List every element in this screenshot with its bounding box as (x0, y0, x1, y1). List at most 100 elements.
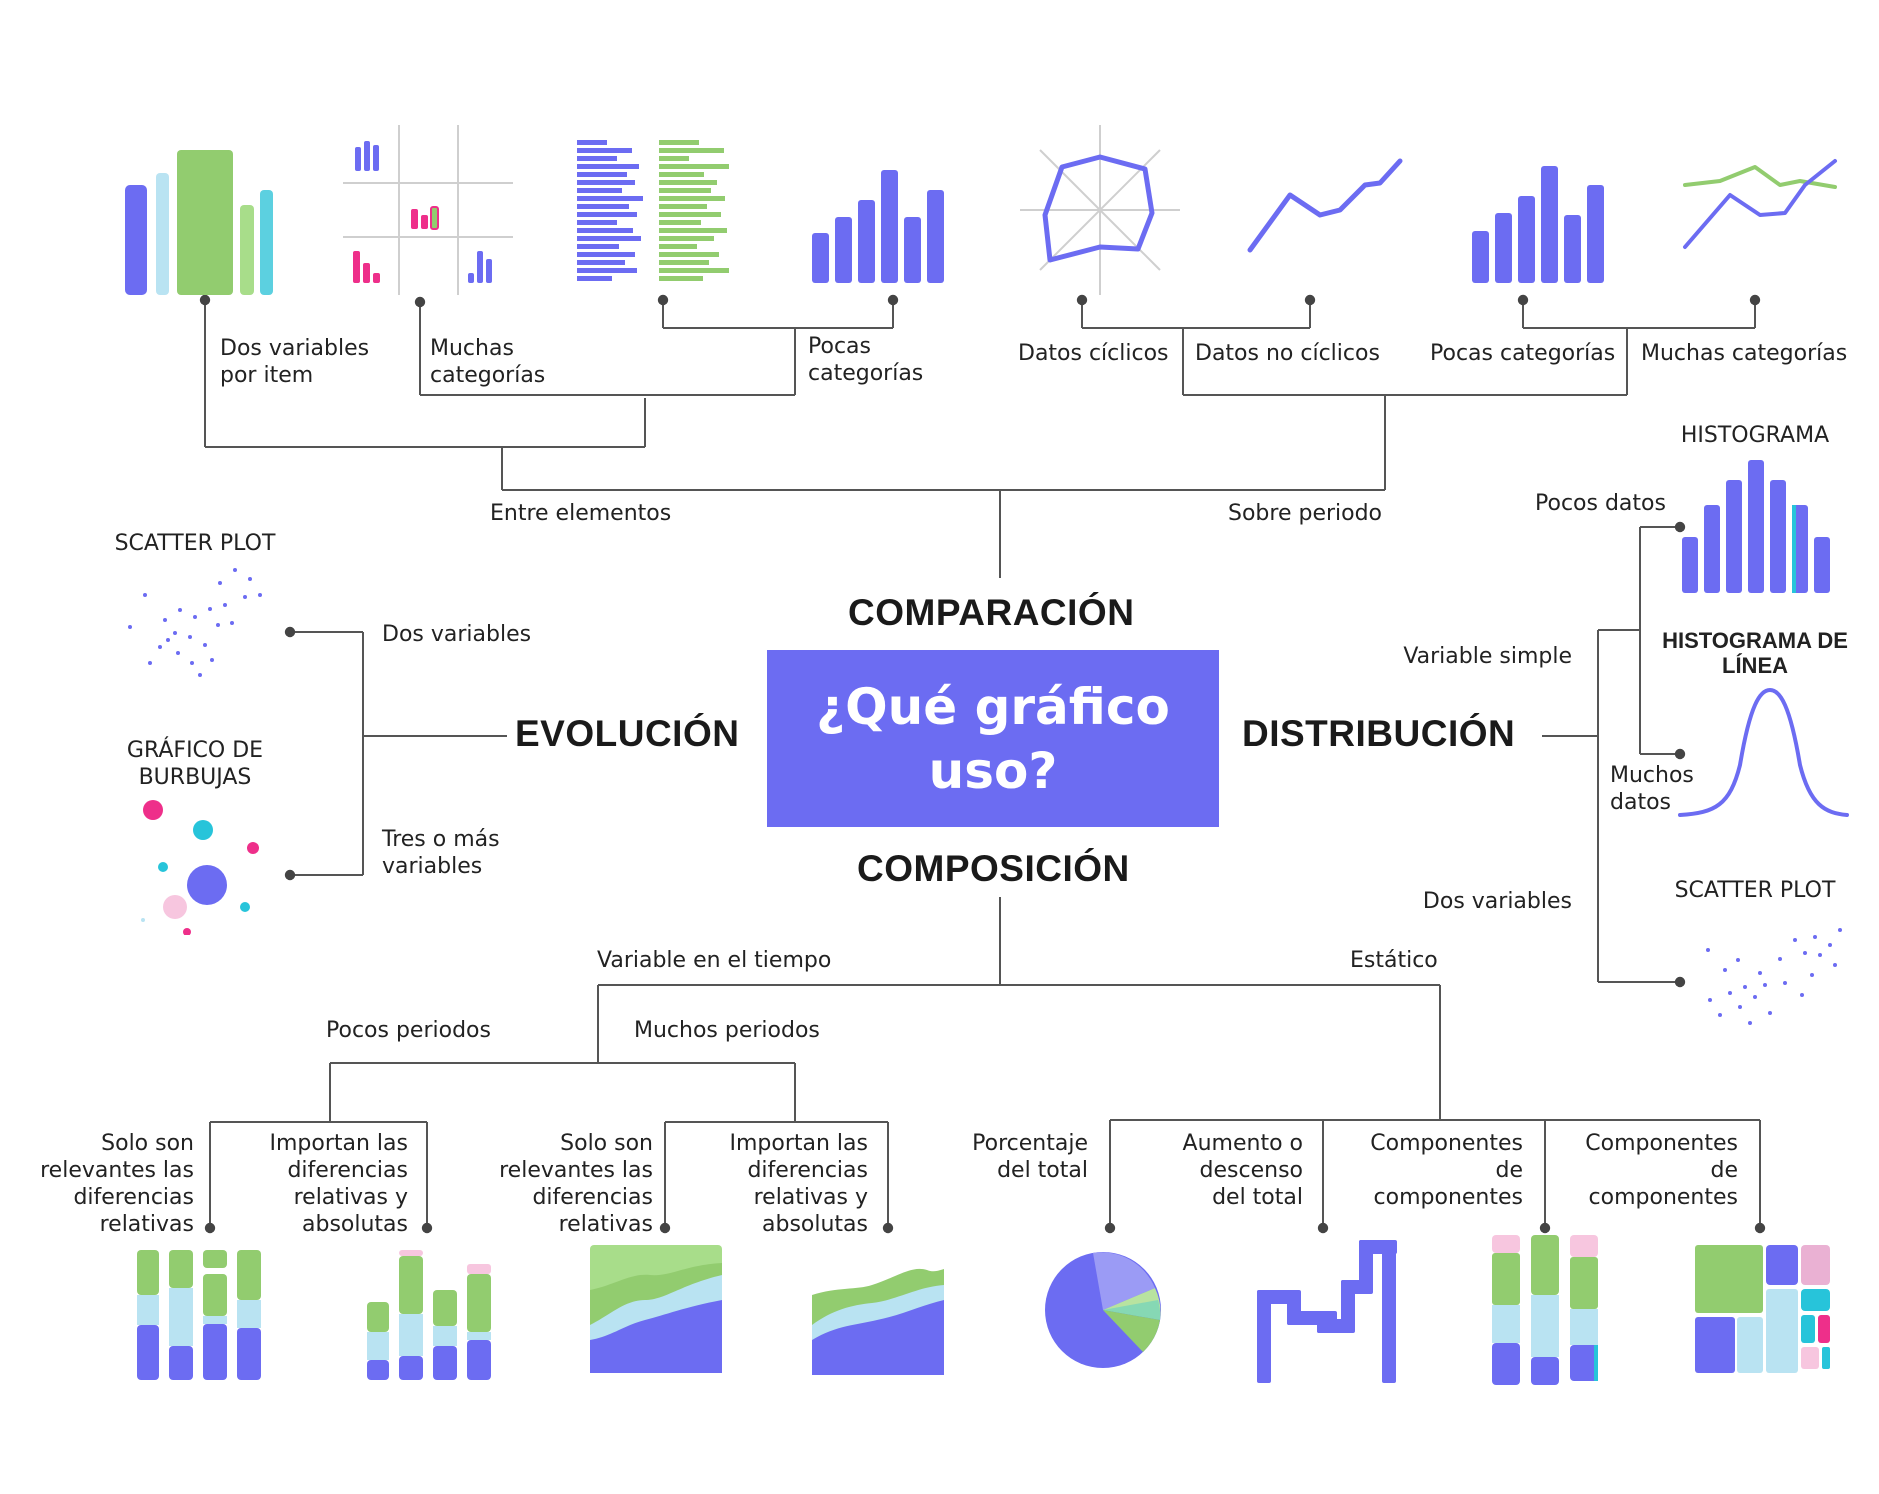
label-dos-variables-por-item: Dos variables por item (220, 335, 369, 389)
label-line: Tres o más (382, 827, 500, 852)
label-muchos-periodos: Muchos periodos (634, 1018, 820, 1043)
vertical-bars-icon (1472, 166, 1604, 283)
label-line: absolutas (762, 1212, 868, 1237)
heading-composicion: COMPOSICIÓN (857, 848, 1130, 889)
caption-histograma-de-linea: HISTOGRAMA DE LÍNEA (1650, 628, 1860, 678)
scatter-plot-icon (128, 568, 262, 677)
label-line: del total (1212, 1185, 1303, 1210)
label-line: Pocas (808, 334, 871, 359)
label-aumento-descenso: Aumento o descenso del total (1145, 1130, 1303, 1211)
waterfall-chart-icon (1257, 1240, 1397, 1383)
label-line: descenso (1199, 1158, 1303, 1183)
label-pocos-periodos: Pocos periodos (326, 1018, 491, 1043)
label-datos-no-ciclicos: Datos no cíclicos (1195, 341, 1380, 366)
label-line: Muchas (430, 336, 514, 361)
label-componentes-de-componentes-1: Componentes de componentes (1345, 1130, 1523, 1211)
central-question-box: ¿Qué gráfico uso? (767, 650, 1219, 827)
label-porcentaje-del-total: Porcentaje del total (930, 1130, 1088, 1184)
horizontal-bars-icon (577, 140, 729, 281)
label-line: categorías (430, 363, 546, 388)
label-line: relativas y (293, 1185, 408, 1210)
label-line: Dos variables (220, 336, 370, 361)
stacked-subcomponent-bars-icon (1492, 1235, 1598, 1385)
stacked-percent-area-icon (590, 1245, 722, 1373)
label-line: datos (1610, 790, 1671, 815)
pie-chart-icon (1045, 1252, 1161, 1368)
label-line: Solo son (101, 1131, 194, 1156)
caption-line: GRÁFICO DE (126, 738, 264, 763)
caption-line: LÍNEA (1722, 653, 1788, 678)
label-line: de (1710, 1158, 1739, 1183)
bubble-chart-icon (141, 800, 259, 935)
caption-line: BURBUJAS (138, 765, 252, 790)
stacked-bars-icon (367, 1250, 491, 1380)
label-muchos-datos: Muchos datos (1610, 762, 1694, 816)
label-line: diferencias (73, 1185, 194, 1210)
label-line: Importan las (269, 1131, 409, 1156)
label-line: componentes (1373, 1185, 1523, 1210)
caption-scatter-plot-distribucion: SCATTER PLOT (1674, 878, 1836, 903)
stacked-area-icon (812, 1268, 944, 1375)
label-relativas-absolutas-pocos: Importan las diferencias relativas y abs… (240, 1130, 409, 1238)
label-line: Muchos (1610, 763, 1694, 788)
label-estatico: Estático (1350, 948, 1438, 973)
stacked-percent-bars-icon (137, 1250, 261, 1380)
histogram-icon (1682, 460, 1830, 593)
label-variable-simple: Variable simple (1403, 644, 1572, 669)
label-line: diferencias (532, 1185, 653, 1210)
scatter-plot-icon (1706, 928, 1842, 1025)
label-line: relativas (99, 1212, 194, 1237)
label-line: relevantes las (499, 1158, 653, 1183)
label-componentes-de-componentes-2: Componentes de componentes (1560, 1130, 1738, 1211)
label-line: diferencias (287, 1158, 408, 1183)
caption-grafico-burbujas: GRÁFICO DE BURBUJAS (100, 737, 290, 791)
label-relativas-absolutas-muchos: Importan las diferencias relativas y abs… (700, 1130, 869, 1238)
label-muchas-categorias: Muchas categorías (430, 335, 545, 389)
label-line: relativas y (753, 1185, 868, 1210)
label-variable-en-el-tiempo: Variable en el tiempo (597, 948, 832, 973)
label-line: del total (997, 1158, 1088, 1183)
label-solo-relativas-muchos: Solo son relevantes las diferencias rela… (485, 1130, 653, 1238)
treemap-icon (1695, 1245, 1830, 1373)
label-tres-o-mas-variables: Tres o más variables (382, 826, 500, 880)
label-pocas-categorias-periodo: Pocas categorías (1430, 341, 1616, 366)
label-line: diferencias (747, 1158, 868, 1183)
caption-histograma: HISTOGRAMA (1680, 423, 1830, 448)
heading-comparacion: COMPARACIÓN (848, 592, 1135, 633)
label-datos-ciclicos: Datos cíclicos (1018, 341, 1169, 366)
label-line: absolutas (302, 1212, 408, 1237)
label-line: Porcentaje (972, 1131, 1088, 1156)
label-dos-variables: Dos variables (382, 622, 532, 647)
multi-line-chart-icon (1683, 159, 1837, 249)
label-line: variables (382, 854, 483, 879)
caption-scatter-plot: SCATTER PLOT (114, 531, 276, 556)
radar-chart-icon (1020, 125, 1180, 295)
label-line: Componentes (1370, 1131, 1523, 1156)
heading-distribucion: DISTRIBUCIÓN (1242, 713, 1516, 754)
label-sobre-periodo: Sobre periodo (1228, 501, 1383, 526)
variable-width-bars-icon (125, 150, 273, 295)
label-line: relevantes las (40, 1158, 194, 1183)
line-chart-icon (1247, 158, 1403, 253)
line-histogram-icon (1678, 687, 1849, 817)
label-line: de (1495, 1158, 1524, 1183)
label-line: Importan las (729, 1131, 869, 1156)
heading-evolucion: EVOLUCIÓN (515, 713, 740, 754)
label-entre-elementos: Entre elementos (490, 501, 672, 526)
label-line: componentes (1588, 1185, 1738, 1210)
label-pocos-datos: Pocos datos (1535, 491, 1666, 516)
label-solo-relativas-pocos: Solo son relevantes las diferencias rela… (28, 1130, 194, 1238)
label-muchas-categorias-periodo: Muchas categorías (1641, 341, 1848, 366)
label-line: Componentes (1585, 1131, 1738, 1156)
vertical-bars-icon (812, 170, 944, 283)
small-multiples-icon (343, 125, 513, 295)
label-dos-variables-distribucion: Dos variables (1422, 889, 1572, 914)
label-line: Aumento o (1182, 1131, 1303, 1156)
caption-line: HISTOGRAMA DE (1662, 628, 1848, 653)
label-line: categorías (808, 361, 924, 386)
label-line: por item (220, 363, 314, 388)
label-line: relativas (558, 1212, 653, 1237)
label-line: Solo son (560, 1131, 653, 1156)
central-question: ¿Qué gráfico uso? (816, 677, 1170, 800)
